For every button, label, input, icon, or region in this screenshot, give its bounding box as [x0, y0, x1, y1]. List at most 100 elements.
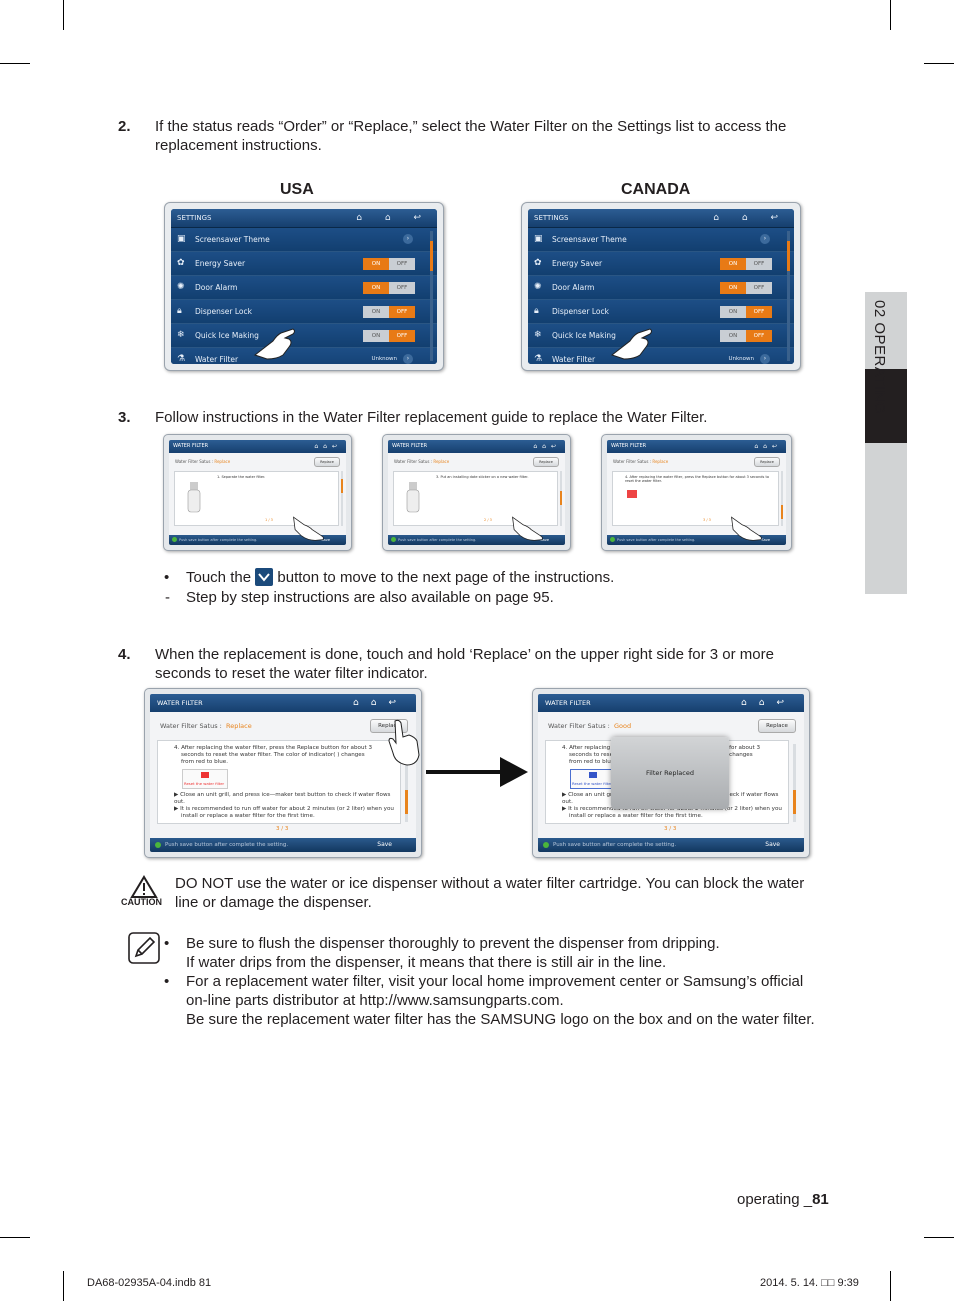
- note-line: on-line parts distributor at http://www.…: [186, 992, 564, 1009]
- caution-text: DO NOT use the water or ice dispenser wi…: [175, 874, 804, 912]
- save-button[interactable]: Save: [761, 538, 770, 542]
- door-alarm-icon: ✺: [177, 282, 185, 292]
- page-indicator: 2 / 3: [484, 518, 492, 522]
- step-number: 3.: [118, 409, 131, 426]
- save-button[interactable]: Save: [377, 841, 392, 848]
- water-filter-footer: Push save button after complete the sett…: [538, 838, 804, 852]
- settings-row[interactable]: ▣Screensaver Theme›: [528, 228, 794, 252]
- header-icons: ⌂ ⌂ ↩: [713, 213, 788, 223]
- status-line: Water Filter Satus : Good: [538, 712, 804, 736]
- reset-label: Reset the water filter: [572, 781, 613, 786]
- scrollbar[interactable]: [793, 744, 796, 822]
- toggle-on: ON: [363, 330, 389, 342]
- footer-text: Push save button after complete the sett…: [165, 842, 289, 848]
- region-label-canada: CANADA: [621, 181, 691, 198]
- lock-icon: 🔒︎: [177, 306, 182, 316]
- settings-header: SETTINGS ⌂ ⌂ ↩: [171, 209, 437, 228]
- scrollbar[interactable]: [787, 231, 790, 361]
- note-line: For a replacement water filter, visit yo…: [186, 973, 804, 990]
- pointing-hand-icon: [293, 516, 324, 541]
- settings-screen-usa: SETTINGS ⌂ ⌂ ↩ ▣Screensaver Theme› ✿Ener…: [164, 202, 444, 371]
- bullet-marker: •: [164, 973, 170, 990]
- guide-step-text: 3. Put an installing date sticker on a n…: [436, 475, 529, 479]
- settings-header: SETTINGS ⌂ ⌂ ↩: [528, 209, 794, 228]
- replace-button[interactable]: Replace: [754, 457, 780, 467]
- crop-mark: [0, 1237, 30, 1238]
- filter-image: [406, 482, 420, 513]
- lock-icon: 🔒︎: [534, 306, 539, 316]
- caution-icon: [130, 875, 158, 898]
- row-label: Energy Saver: [552, 259, 603, 268]
- touch-instruction: Touch the button to move to the next pag…: [186, 568, 614, 587]
- bullet-marker: •: [164, 569, 170, 586]
- guide-header: WATER FILTER⌂⌂↩: [388, 440, 565, 453]
- instruction-line: 4. After replacing the water filter, pre…: [174, 745, 373, 751]
- settings-row[interactable]: ▣Screensaver Theme›: [171, 228, 437, 252]
- instruction-line: from red to blue.: [569, 759, 617, 765]
- chevron-down-icon: [255, 568, 274, 586]
- scrollbar[interactable]: [405, 744, 408, 822]
- pointing-hand-icon: [388, 719, 420, 766]
- guide-content: 4. After replacing the water filter, pre…: [612, 471, 779, 526]
- status-value: Replace: [433, 459, 450, 464]
- note-pencil-icon: [128, 932, 160, 964]
- instruction-line: from red to blue.: [181, 759, 229, 765]
- scrollbar[interactable]: [560, 471, 562, 526]
- toggle-off: OFF: [746, 330, 772, 342]
- info-dot-icon: [172, 537, 177, 542]
- note-line: ▶ It is recommended to run off water for…: [562, 806, 782, 812]
- footer-text: Push save button after complete the sett…: [617, 538, 696, 542]
- filter-indicator-icon: [627, 490, 637, 498]
- row-label: Water Filter: [195, 355, 239, 364]
- region-label-usa: USA: [280, 181, 314, 198]
- chevron-right-icon: ›: [403, 234, 413, 244]
- note-bullet-2: For a replacement water filter, visit yo…: [186, 972, 815, 1029]
- toggle-off: OFF: [389, 330, 415, 342]
- status-value: Good: [614, 722, 632, 730]
- water-filter-guide-page-1: WATER FILTER⌂⌂↩ Water Filter Satus : Rep…: [163, 434, 352, 551]
- toggle-off: OFF: [746, 258, 772, 270]
- save-button[interactable]: Save: [540, 538, 549, 542]
- toggle-on: ON: [720, 306, 746, 318]
- scrollbar[interactable]: [781, 471, 783, 526]
- header-icons: ⌂⌂↩: [314, 443, 342, 450]
- save-button[interactable]: Save: [321, 538, 330, 542]
- guide-display: WATER FILTER⌂⌂↩ Water Filter Satus : Rep…: [607, 440, 786, 545]
- reset-indicator: Reset the water filter: [182, 769, 228, 789]
- save-button[interactable]: Save: [765, 841, 780, 848]
- replace-button[interactable]: Replace: [314, 457, 340, 467]
- scrollbar[interactable]: [430, 231, 433, 361]
- guide-display: WATER FILTER⌂⌂↩ Water Filter Satus : Rep…: [169, 440, 346, 545]
- replace-button[interactable]: Replace: [758, 719, 796, 733]
- status-line: Water Filter Satus : Replace: [169, 453, 346, 469]
- section-tab-label: 02 OPERATING: [871, 300, 888, 415]
- note-line: install or replace a water filter for th…: [181, 813, 315, 819]
- header-icons: ⌂⌂↩: [754, 443, 782, 450]
- note-line: Be sure to flush the dispenser thoroughl…: [186, 935, 720, 952]
- toggle-off: OFF: [746, 306, 772, 318]
- reset-label: Reset the water filter: [184, 781, 225, 786]
- guide-content: 1. Separate the water filter. 1 / 3: [174, 471, 339, 526]
- replace-button[interactable]: Replace: [533, 457, 559, 467]
- scrollbar[interactable]: [341, 471, 343, 526]
- page-label: operating _: [737, 1191, 813, 1208]
- step-2-text: If the status reads “Order” or “Replace,…: [155, 117, 786, 155]
